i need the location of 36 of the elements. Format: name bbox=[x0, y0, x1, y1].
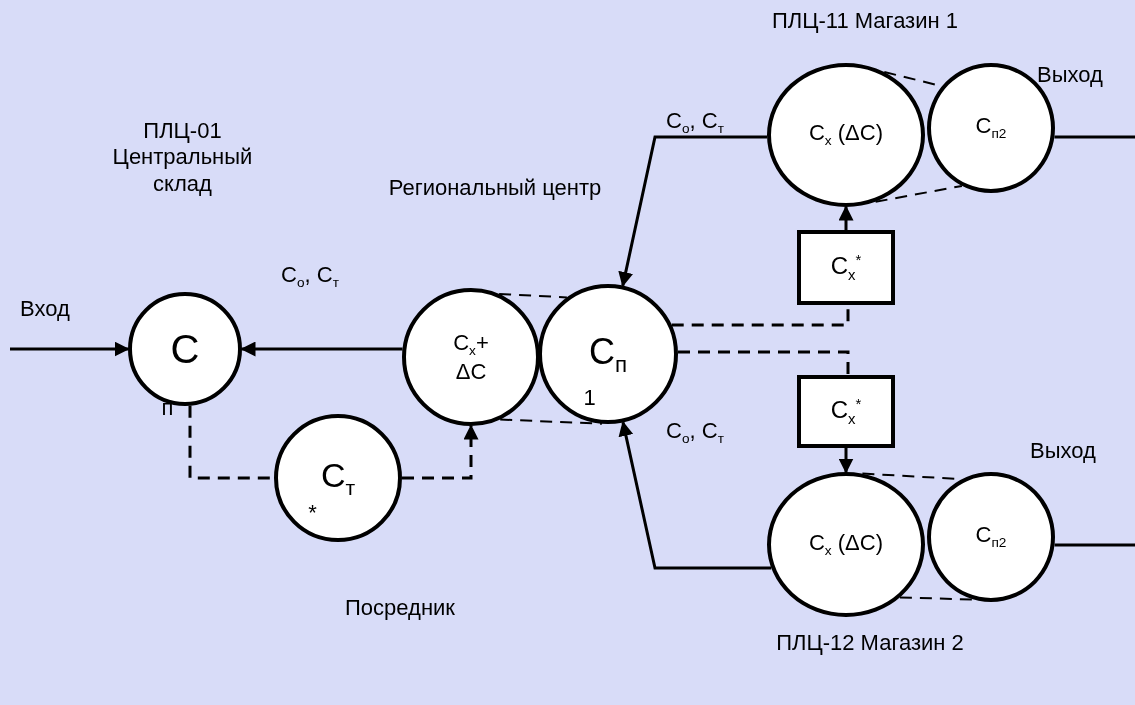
diagram-label: Вход bbox=[19, 296, 71, 323]
diagram-label: C$_{о}$, C$_{т}$ bbox=[280, 262, 340, 292]
diagram-label: Выход bbox=[1036, 62, 1104, 89]
node-label: C$_{п2}$ bbox=[975, 113, 1007, 143]
node-label: C$_{т}$ bbox=[320, 456, 356, 500]
connector-line bbox=[498, 293, 568, 299]
process-box bbox=[797, 230, 895, 305]
connector-line bbox=[1054, 543, 1135, 547]
connector-line bbox=[678, 350, 850, 375]
arrow bbox=[402, 424, 479, 480]
diagram-label: ПЛЦ-12 Магазин 2 bbox=[775, 630, 965, 657]
diagram-label: ПЛЦ-01 Центральный склад bbox=[111, 118, 254, 198]
arrow bbox=[10, 341, 130, 357]
diagram-label: C$_{о}$, C$_{т}$ bbox=[665, 108, 725, 138]
connector-line bbox=[499, 418, 603, 425]
arrow bbox=[618, 135, 767, 288]
diagram-label: Региональный центр bbox=[387, 175, 603, 202]
node-label: C$_{x}$ (ΔC) bbox=[808, 120, 884, 150]
node-label: C$_{п2}$ bbox=[975, 522, 1007, 552]
arrow bbox=[618, 420, 772, 570]
arrow bbox=[838, 205, 854, 230]
diagram-label: Выход bbox=[1029, 438, 1097, 465]
node-label: C$_{п}$ bbox=[588, 330, 628, 378]
diagram-label: C$_{о}$, C$_{т}$ bbox=[665, 418, 725, 448]
diagram-label: * bbox=[307, 500, 318, 527]
diagram-label: 1 bbox=[582, 385, 597, 412]
diagram-label: п bbox=[160, 395, 175, 422]
diagram-label: Посредник bbox=[344, 595, 456, 622]
arrow bbox=[838, 448, 854, 474]
node-label: C bbox=[170, 326, 200, 372]
arrow bbox=[240, 341, 403, 357]
node-label: C$_{x}$ (ΔC) bbox=[808, 529, 884, 560]
diagram-label: ПЛЦ-11 Магазин 1 bbox=[771, 8, 959, 35]
process-box bbox=[797, 375, 895, 448]
connector-line bbox=[1054, 135, 1135, 139]
node-label: C$_{x}$+ ΔC bbox=[452, 329, 490, 385]
